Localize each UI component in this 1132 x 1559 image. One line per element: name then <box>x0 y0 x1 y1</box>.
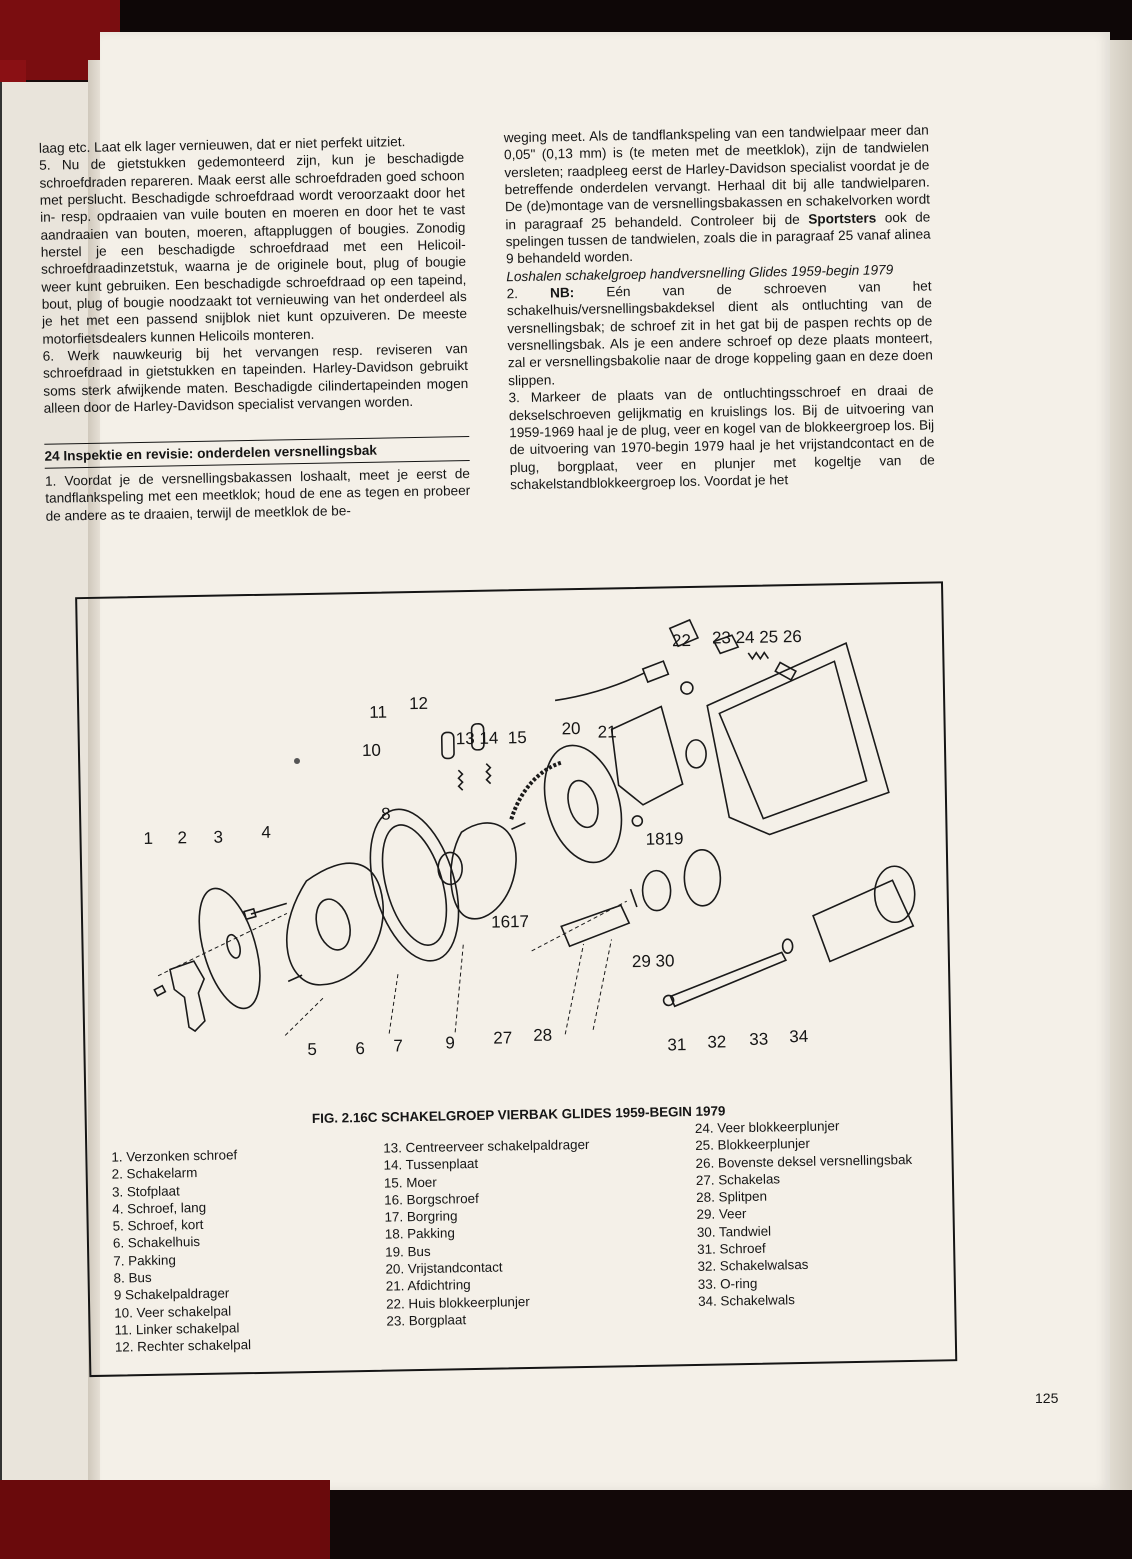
exploded-view-drawing: 1 2 3 4 5 6 7 9 8 10 11 12 13 14 15 1617… <box>143 618 916 1059</box>
callout-13: 13 14 <box>456 728 499 748</box>
paragraph-2-number: 2. <box>506 286 519 302</box>
part-7-gasket <box>369 808 460 962</box>
callout-8b: 8 <box>381 804 391 823</box>
callout-1: 1 <box>143 829 153 848</box>
part-20-switch <box>641 660 670 684</box>
part-24-spring <box>747 651 770 661</box>
page-content: laag etc. Laat elk lager vernieuwen, dat… <box>28 82 1032 1400</box>
callout-34: 34 <box>789 1027 808 1046</box>
exploded-diagram-figure: 1 2 3 4 5 6 7 9 8 10 11 12 13 14 15 1617… <box>75 581 958 1378</box>
callout-21: 21 <box>598 722 617 741</box>
paragraph-1: 1. Voordat je de versnellingsbakassen lo… <box>44 465 471 524</box>
callout-31: 31 <box>667 1035 686 1054</box>
part-30-gear <box>683 848 722 907</box>
part-9-carrier <box>450 822 517 920</box>
paragraph-continued: weging meet. Als de tandflankspeling van… <box>504 122 931 269</box>
paragraph-6: 6. Werk nauwkeurig bij het vervangen res… <box>42 341 469 416</box>
callout-3: 3 <box>213 828 223 847</box>
part-10-spring <box>457 769 464 791</box>
left-page-margin <box>0 82 92 1532</box>
part-21-seal <box>680 681 694 695</box>
callout-27: 27 <box>493 1028 512 1047</box>
part-1-screw <box>153 984 167 997</box>
part-29-spring <box>641 869 672 912</box>
legend-item: 23. Borgplaat <box>386 1312 467 1329</box>
part-25-plunger <box>774 661 797 682</box>
part-11-pawl <box>440 731 455 760</box>
callout-11: 11 <box>369 703 387 722</box>
legend-column-3: 24. Veer blokkeerplunjer 25. Blokkeerplu… <box>695 1116 915 1310</box>
callout-8: 9 <box>445 1033 455 1052</box>
part-31-screw <box>662 994 675 1007</box>
callout-33: 33 <box>749 1030 768 1049</box>
part-13-spring <box>509 760 563 820</box>
legend-item: 1. Verzonken schroef <box>111 1147 238 1165</box>
callout-32: 32 <box>707 1032 726 1051</box>
part-26-cover <box>706 641 890 836</box>
part-16-screw <box>511 822 526 830</box>
callout-labels: 1 2 3 4 5 6 7 9 8 10 11 12 13 14 15 1617… <box>143 627 808 1059</box>
callout-20: 20 <box>561 719 580 738</box>
right-text-column: weging meet. Als de tandflankspeling van… <box>504 122 936 494</box>
part-18-gasket <box>610 705 684 806</box>
legend-column-2: 13. Centreerveer schakelpaldrager 14. Tu… <box>383 1136 593 1330</box>
part-28-pin <box>629 888 638 908</box>
legend-item: 34. Schakelwals <box>697 1292 796 1309</box>
part-33-oring <box>781 938 794 955</box>
paragraph-2: 2. NB: Eén van de schroeven van het scha… <box>506 278 933 390</box>
book-cover-bottom <box>0 1480 330 1559</box>
part-19-bush <box>685 739 707 769</box>
callout-4: 4 <box>261 823 271 842</box>
callout-12: 12 <box>409 694 428 713</box>
part-20-wire <box>554 672 645 702</box>
paragraph-5: 5. Nu de gietstukken gedemonteerd zijn, … <box>39 150 468 347</box>
part-6-housing <box>285 862 384 986</box>
part-3-plate <box>198 887 261 1010</box>
callout-28: 28 <box>533 1026 552 1045</box>
part-15-nut <box>631 815 644 827</box>
callout-18: 1819 <box>645 829 683 849</box>
part-22-housing <box>668 618 700 648</box>
legend-column-1: 1. Verzonken schroef 2. Schakelarm 3. St… <box>111 1146 251 1356</box>
paragraph-3: 3. Markeer de plaats van de ontluchtings… <box>508 382 935 493</box>
callout-10: 10 <box>362 741 381 760</box>
part-14-plate <box>543 744 623 864</box>
part-34-drum <box>812 879 915 963</box>
legend-item: 12. Rechter schakelpal <box>114 1337 252 1355</box>
callout-7: 7 <box>393 1036 403 1055</box>
part-12-pawl <box>470 723 485 751</box>
callout-29: 29 30 <box>632 951 675 971</box>
callout-16: 1617 <box>491 912 529 932</box>
callout-5: 5 <box>307 1040 317 1059</box>
dust-speck <box>294 758 300 764</box>
callout-23: 23 24 25 26 <box>712 627 802 648</box>
part-32-shaft <box>669 951 788 1008</box>
page-number: 125 <box>1035 1390 1059 1406</box>
callout-15: 15 <box>508 728 527 747</box>
part-23-plate <box>712 634 740 655</box>
callout-6: 6 <box>355 1039 365 1058</box>
left-text-column: laag etc. Laat elk lager vernieuwen, dat… <box>39 132 471 525</box>
nb-bold: NB: <box>549 285 575 301</box>
part-2-arm <box>169 960 206 1033</box>
scan-bottom-background <box>300 1490 1132 1559</box>
book-page <box>100 32 1110 1490</box>
sportsters-bold: Sportsters <box>808 210 877 227</box>
callout-2: 2 <box>177 828 187 847</box>
callout-22: 22 <box>672 631 691 650</box>
part-27-shaft <box>560 904 631 948</box>
part-4-screw <box>250 902 287 915</box>
